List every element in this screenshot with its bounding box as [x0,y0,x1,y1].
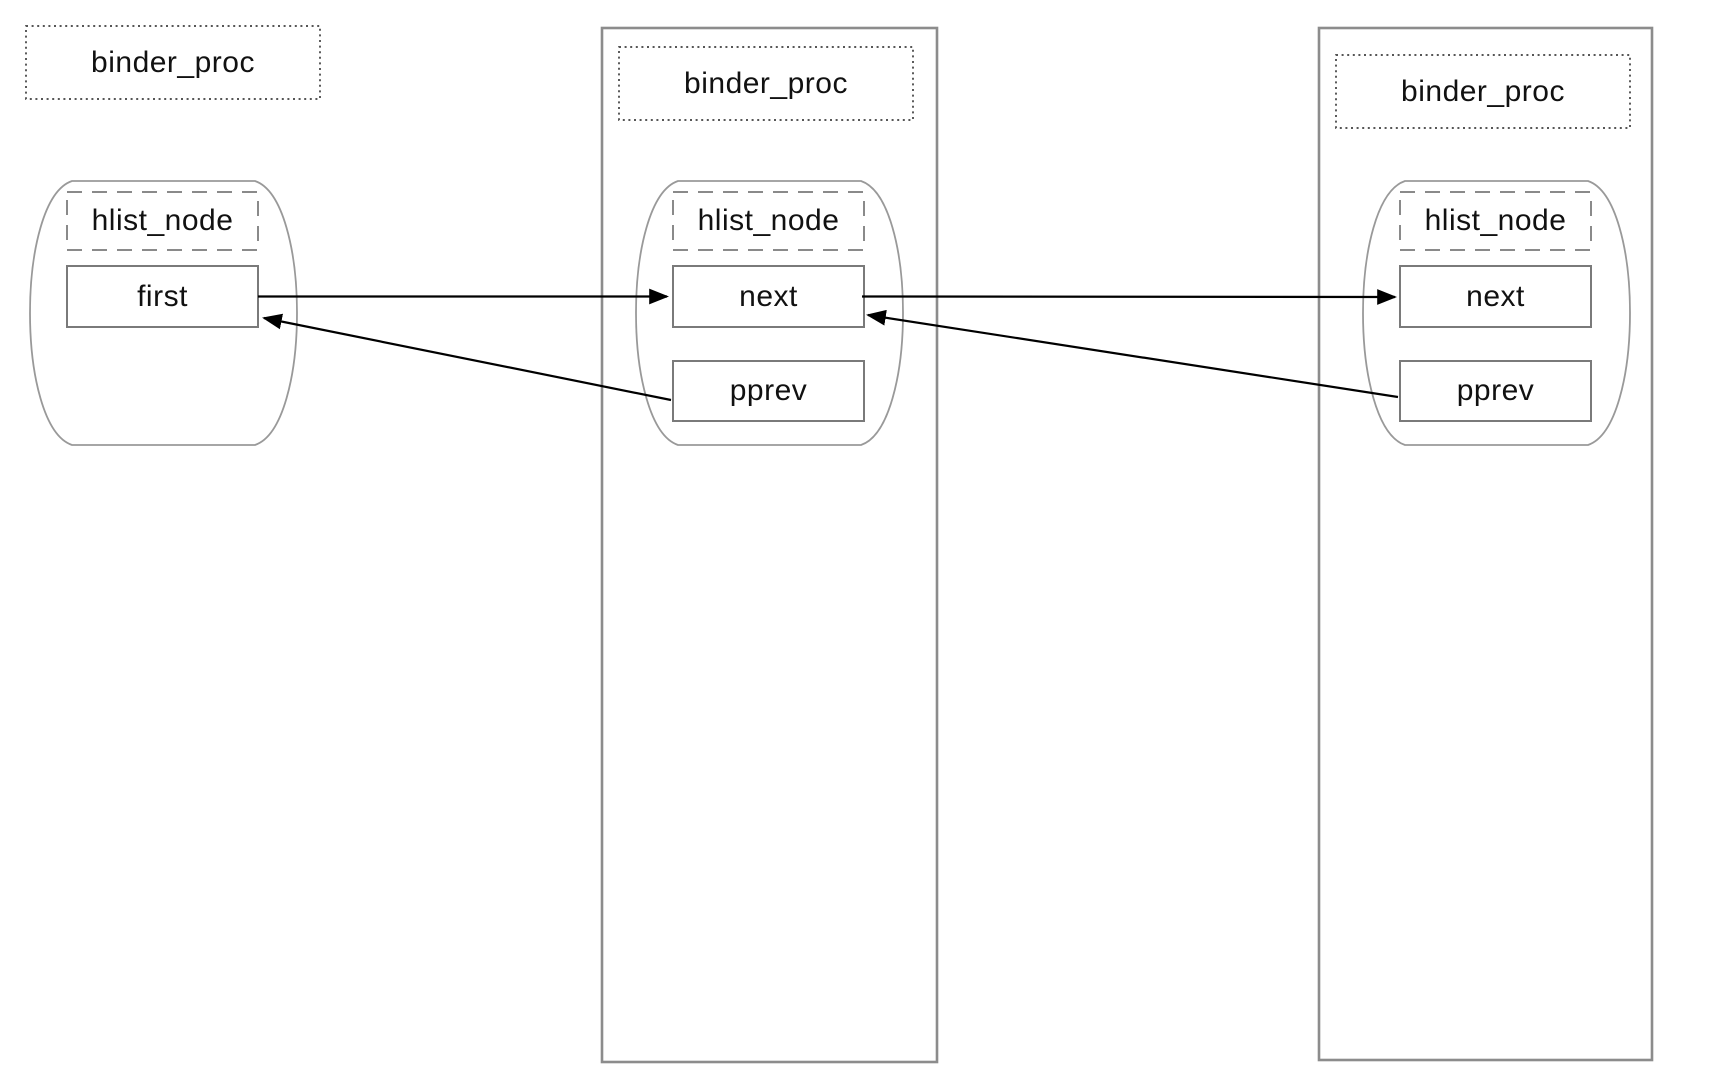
field-next-3-label: next [1466,279,1525,313]
field-next-2-box [672,265,865,328]
proc-2-title: binder_proc [684,66,848,100]
proc-1-title: binder_proc [91,45,255,79]
proc-3-title: binder_proc [1401,74,1565,108]
edge-pprev2-to-first-arrow [262,313,672,402]
proc-1-title-box [25,25,321,100]
field-next-2-label: next [739,279,798,313]
edge-pprev3-to-next2-arrow [866,309,1399,399]
field-next-3-box [1399,265,1592,328]
field-pprev-3-box [1399,360,1592,422]
proc-2-title-box [618,46,914,121]
field-first-label: first [137,279,188,313]
node-1-hlist-label: hlist_node [91,204,234,237]
node-2-barrel [635,180,904,446]
field-pprev-2-box [672,360,865,422]
field-pprev-2-label: pprev [729,374,808,407]
edge-next2-to-next3-arrow [861,289,1397,305]
node-1-barrel [29,180,298,446]
node-3-barrel [1362,180,1631,446]
node-2-hlist-label: hlist_node [697,204,840,237]
proc-2-outer-rect [600,26,939,1064]
field-first-box [66,265,259,328]
proc-3-outer-rect [1317,26,1654,1062]
field-pprev-3-label: pprev [1456,374,1535,407]
proc-3-title-box [1335,54,1631,129]
node-3-hlist-label: hlist_node [1424,204,1567,237]
